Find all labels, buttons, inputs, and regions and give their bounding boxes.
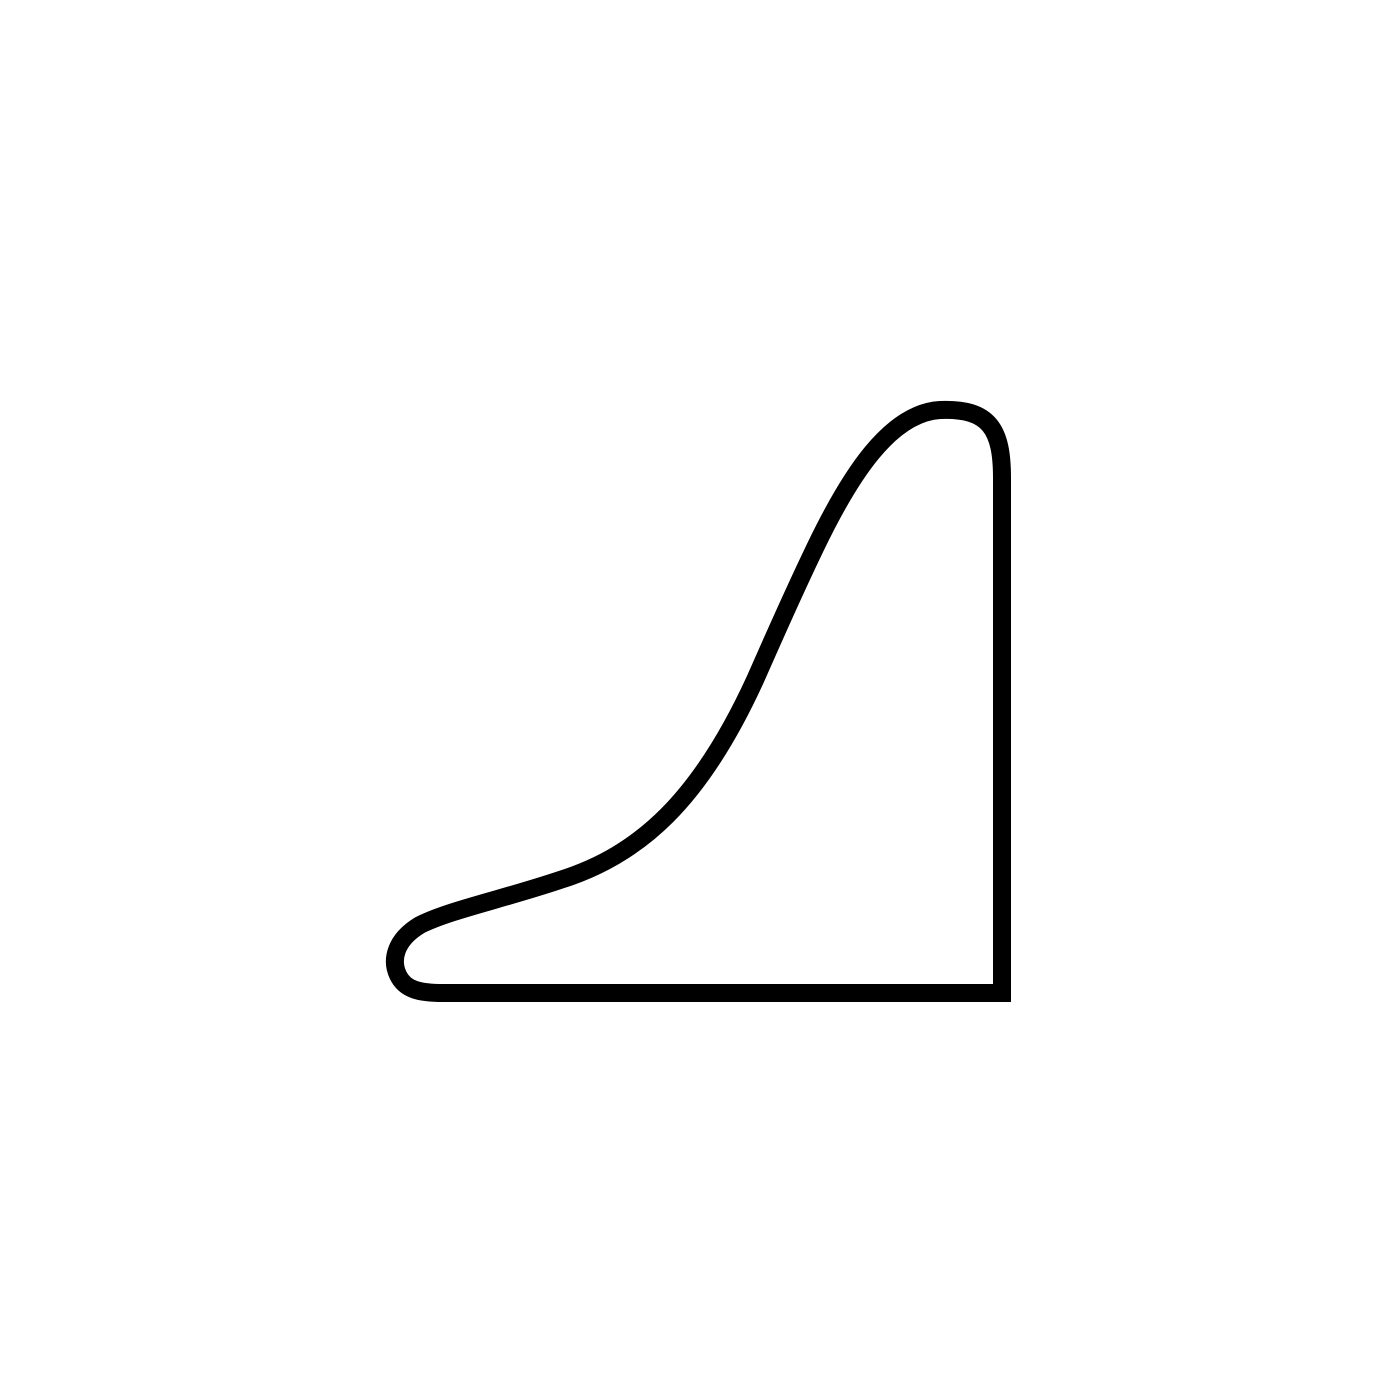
curve-outline bbox=[386, 400, 1011, 1002]
